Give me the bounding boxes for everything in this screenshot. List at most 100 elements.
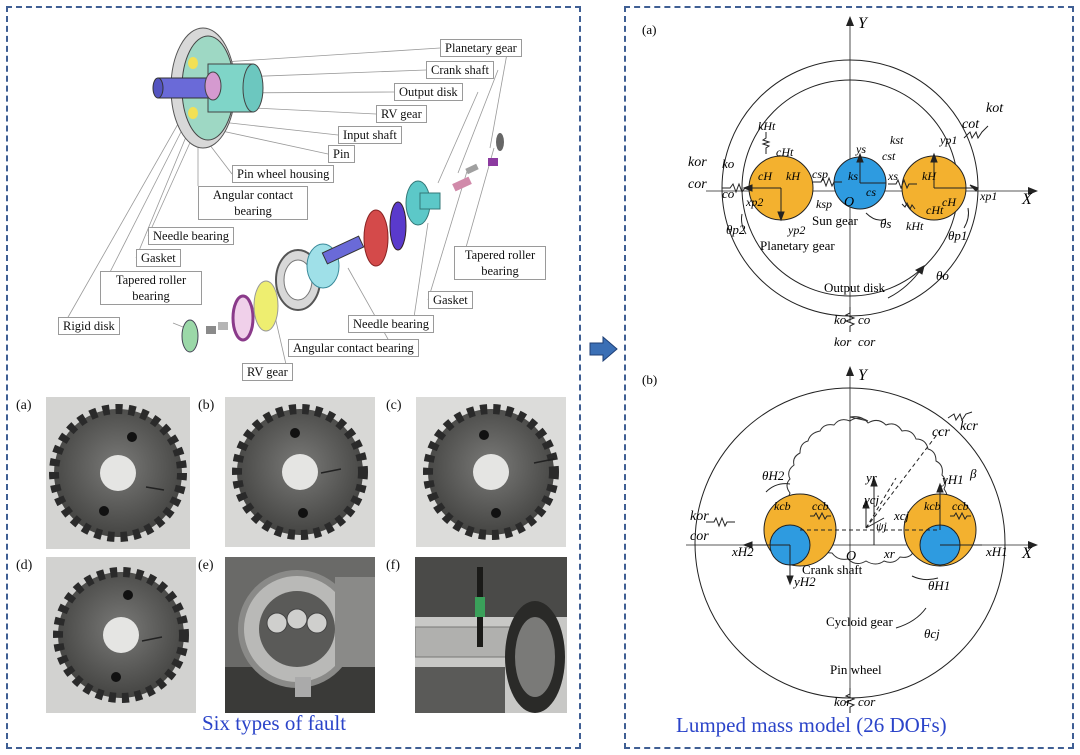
sym-kst: kst [890,133,904,147]
label-pin: Pin [328,145,355,163]
sym-cor-b-left: cor [690,529,709,544]
sym-yh2: yH2 [792,574,816,589]
label-planetary-gear-model: Planetary gear [760,238,835,253]
sym-beta: β [969,466,977,481]
sym-ch-right: cH [942,195,957,209]
sym-kor-left: kor [688,155,707,170]
label-output-disk-model: Output disk [824,280,886,295]
label-gasket: Gasket [136,249,181,267]
sym-theta-p1: θp1 [948,228,967,243]
sym-xp2: xp2 [745,195,763,209]
tag-b: (b) [642,372,657,387]
sym-yh1: yH1 [940,472,964,487]
sym-xr: xr [883,546,896,561]
sym-xp1: xp1 [979,189,997,203]
axis-y-a: Y [858,15,869,32]
assembled-reducer [152,27,264,149]
sym-cs: cs [866,185,876,199]
sym-xh2: xH2 [731,544,754,559]
sym-yr: yr [864,470,878,485]
axis-x-b: X [1021,545,1033,562]
axis-x-a: X [1021,191,1033,208]
sym-xh1: xH1 [985,544,1008,559]
sym-cst: cst [882,149,896,163]
sym-co-bottom: co [858,312,871,327]
label-output-disk: Output disk [394,83,463,101]
label-angular-contact-bearing: Angular contact bearing [198,186,308,220]
sym-kot: kot [986,101,1004,116]
sym-theta-p2: θp2 [726,222,746,237]
photo-label-b: (b) [198,398,215,413]
photo-label-d: (d) [16,558,33,573]
sym-ccr: ccr [932,425,950,440]
sym-ys: ys [855,142,866,156]
label-pin-wheel: Pin wheel [830,662,882,677]
sym-ccb-right: ccb [952,499,969,513]
sym-yp2: yp2 [787,223,805,237]
sym-theta-h2: θH2 [762,468,785,483]
sym-kor-bottom: kor [834,334,852,349]
sym-theta-s: θs [880,216,891,231]
fault-panel: Planetary gear Crank shaft Output disk R… [6,6,581,749]
sym-xcj: xcj [893,508,910,523]
sym-co-left: co [722,186,735,201]
sym-kor-b-bottom: kor [834,694,852,709]
lumped-mass-model-diagram: (a) Y X [642,15,1038,713]
fault-photo-assembly-e [225,557,375,713]
sym-theta-h1: θH1 [928,578,950,593]
sym-ycj: ycj [862,492,880,507]
sym-xs: xs [887,169,898,183]
sym-kh-right: kH [922,169,937,183]
axis-y-b: Y [858,367,869,384]
photo-label-e: (e) [198,558,214,573]
sym-kcr: kcr [960,419,978,434]
label-pin-wheel-housing: Pin wheel housing [232,165,335,183]
label-cycloid-gear: Cycloid gear [826,614,893,629]
exploded-assembly-drawing [62,27,509,374]
label-needle-bearing-right: Needle bearing [348,315,435,333]
sym-ksp: ksp [816,197,832,211]
label-tapered-roller-bearing-right: Tapered roller bearing [454,246,546,280]
sym-cor-bottom: cor [858,334,876,349]
sym-ko-left: ko [722,156,735,171]
sym-csp: csp [812,167,828,181]
sym-ks: ks [848,169,858,183]
label-crank-shaft-model: Crank shaft [802,562,863,577]
sym-kor-b-left: kor [690,509,709,524]
model-caption: Lumped mass model (26 DOFs) [676,713,947,737]
sym-theta-o: θo [936,268,949,283]
label-gasket-right: Gasket [428,291,473,309]
label-tapered-roller-bearing: Tapered roller bearing [100,271,202,305]
sym-ccb-left: ccb [812,499,829,513]
label-sun-gear: Sun gear [812,213,859,228]
label-rv-gear: RV gear [376,105,427,123]
sym-kcb-left: kcb [774,499,791,513]
sym-ko-bottom: ko [834,312,847,327]
sym-kcb-right: kcb [924,499,941,513]
sym-psi: ψj [876,519,887,533]
model-panel: (a) Y X [624,6,1074,749]
origin-a: O [844,195,854,210]
label-planetary-gear: Planetary gear [440,39,522,57]
fault-gear-photo-a [46,397,190,549]
photo-label-a: (a) [16,398,32,413]
sym-cht-right: cHt [926,203,944,217]
sym-cor-b-bottom: cor [858,694,876,709]
sym-kht-right: kHt [906,219,924,233]
label-needle-bearing: Needle bearing [148,227,235,245]
tag-a: (a) [642,22,656,37]
fault-gear-photo-c [416,397,566,547]
label-rv-gear-bottom: RV gear [242,363,293,381]
right-arrow-icon [589,336,618,362]
sym-cot: cot [962,117,980,132]
label-angular-contact-bearing-right: Angular contact bearing [288,339,419,357]
sym-yp1: yp1 [939,133,957,147]
sym-cor-left: cor [688,177,707,192]
label-rigid-disk: Rigid disk [58,317,120,335]
fault-caption: Six types of fault [202,711,347,735]
fault-gear-photo-b [225,397,375,547]
sym-kh-left: kH [786,169,801,183]
fault-photo-test-rig-f [415,557,567,713]
cycloid-gear-outline [786,416,948,565]
origin-b: O [846,549,856,564]
